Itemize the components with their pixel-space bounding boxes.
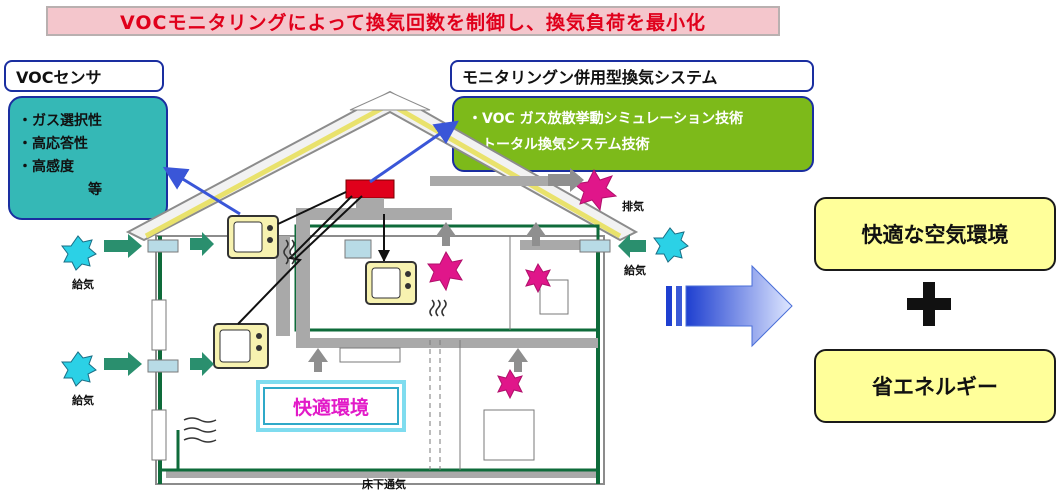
exhaust-label: 排気 [622,200,644,213]
feature-etc: 等 [88,182,102,198]
voc-sensor-features: ・ガス選択性 ・高応答性 ・高感度 等 [8,96,168,220]
result-arrow [666,264,793,348]
monitor-sensor [213,323,269,369]
feature-high-sensitivity: ・高感度 [18,159,74,175]
feature-simulation: ・VOC ガス放散挙動シミュレーション技術 [468,111,744,127]
result-comfortable-air: 快適な空気環境 [814,197,1056,271]
supply-label-lower: 給気 [72,394,94,407]
voc-emission-icon [427,168,618,400]
sensor-pointer [162,166,241,216]
result-energy-saving: 省エネルギー [814,349,1056,423]
supply-air-arrows [104,232,646,376]
fresh-air-icon [61,227,689,387]
system-label: モニタリングン併用型換気システム [450,60,814,92]
supply-label-right: 給気 [624,264,646,277]
monitor-sensor [227,215,279,259]
monitor-sensor [365,261,417,305]
feature-high-response: ・高応答性 [18,136,88,152]
underfloor-label: 床下通気 [362,478,406,491]
voc-sensor-label: VOCセンサ [4,60,164,92]
page-title: VOCモニタリングによって換気回数を制御し、換気負荷を最小化 [46,6,780,36]
signal-lines [237,191,363,325]
heat-wave-lines [183,239,447,443]
roof [125,90,639,242]
comfort-environment-box: 快適環境 [256,380,406,432]
ventilation-unit [345,179,395,262]
system-features: ・VOC ガス放散挙動シミュレーション技術 ・トータル換気システム技術 [452,96,814,172]
feature-total-ventilation: ・トータル換気システム技術 [468,137,650,153]
exhaust-air-arrows [308,168,584,372]
plus-icon [905,280,953,328]
supply-label-upper: 給気 [72,278,94,291]
system-pointer [369,120,459,184]
feature-gas-selectivity: ・ガス選択性 [18,113,102,129]
